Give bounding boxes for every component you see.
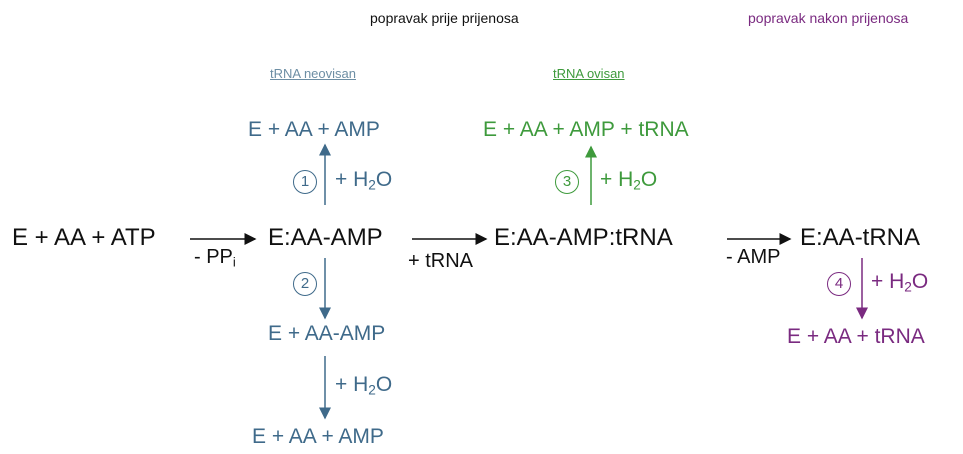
pathway2-products: E + AA + AMP [252,425,384,448]
pathway2-number: 2 [293,272,317,296]
pre-transfer-header: popravak prije prijenosa [370,10,519,26]
pathway4-water: + H2O [871,270,929,295]
amp-release-label: - AMP [726,246,781,268]
aminoacyl-trna: E:AA-tRNA [800,224,921,251]
pathway3-products: E + AA + AMP + tRNA [483,118,689,141]
pathway1-number: 1 [293,170,317,194]
post-transfer-header: popravak nakon prijenosa [748,10,909,26]
pathway3-water: + H2O [600,168,658,193]
pathway3-number: 3 [555,170,579,194]
pathway4-number: 4 [827,272,851,296]
trna-independent-label: tRNA neovisan [270,66,356,81]
pathway4-products: E + AA + tRNA [787,325,925,348]
pathway2-intermediate: E + AA-AMP [268,322,386,345]
aminoacyl-adenylate: E:AA-AMP [268,224,383,251]
pp-release-label: - PPi [194,246,236,270]
adenylate-trna-complex: E:AA-AMP:tRNA [494,224,673,251]
pathway2-water: + H2O [335,373,393,398]
trna-addition-label: + tRNA [408,250,474,272]
pathway1-products: E + AA + AMP [248,118,380,141]
pathway1-water: + H2O [335,168,393,193]
trna-dependent-label: tRNA ovisan [553,66,625,81]
reactants: E + AA + ATP [12,224,156,251]
